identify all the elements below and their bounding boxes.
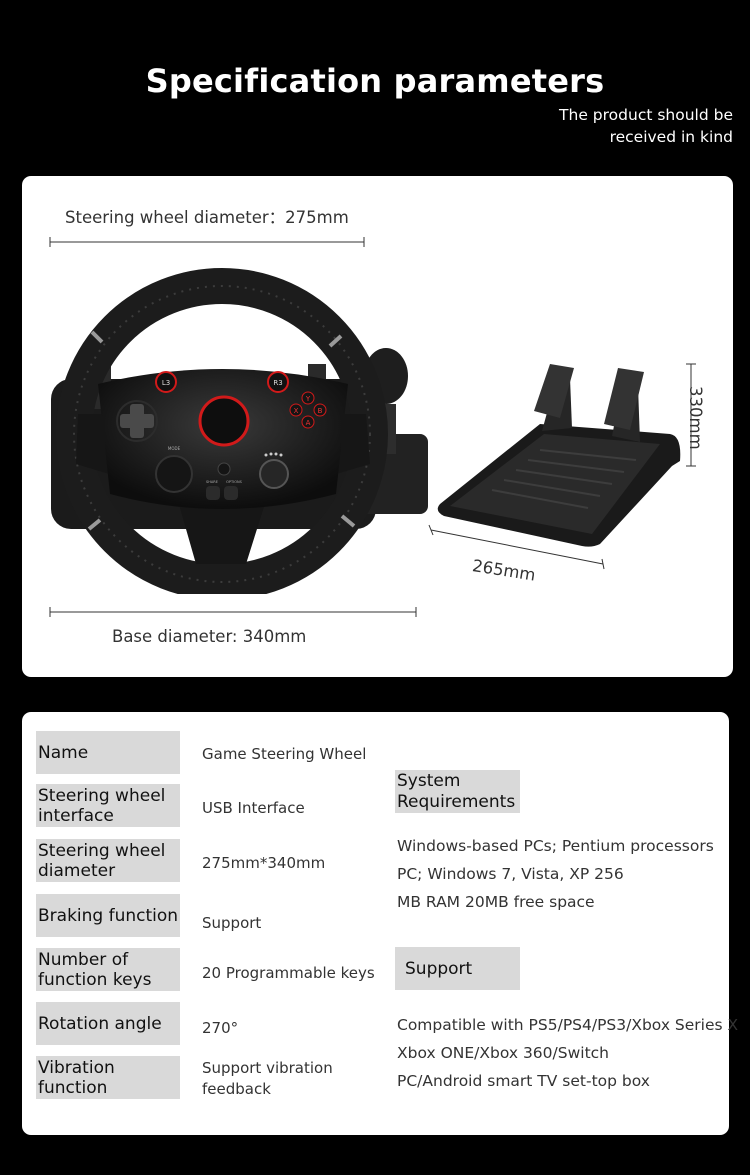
spec-value-name: Game Steering Wheel: [202, 745, 367, 763]
support-heading: Support: [395, 947, 520, 990]
a-button-label: A: [306, 419, 311, 427]
base-diameter-line: [49, 607, 417, 617]
spec-label-braking: Braking function: [36, 894, 180, 937]
spec-value-vibration: Support vibration feedback: [202, 1059, 333, 1098]
y-button-label: Y: [305, 395, 311, 403]
b-button-label: B: [318, 407, 323, 415]
pedal-width-line: [428, 524, 605, 570]
spec-label-diameter: Steering wheel diameter: [36, 839, 180, 882]
options-label: OPTIONS: [226, 480, 242, 484]
support-line: Compatible with PS5/PS4/PS3/Xbox Series …: [397, 1016, 739, 1034]
wheel-diameter-line: [49, 237, 365, 247]
system-line: MB RAM 20MB free space: [397, 893, 595, 911]
base-diameter-label: Base diameter: 340mm: [112, 627, 307, 646]
support-line: PC/Android smart TV set-top box: [397, 1072, 650, 1090]
spec-value-diameter: 275mm*340mm: [202, 854, 326, 872]
subtitle-line-1: The product should be: [559, 106, 733, 124]
spec-value-rotation: 270°: [202, 1019, 239, 1037]
page-title: Specification parameters: [145, 62, 605, 100]
spec-value-braking: Support: [202, 914, 262, 932]
wheel-diameter-label: Steering wheel diameter：275mm: [65, 208, 349, 227]
mode-label: MODE: [168, 446, 181, 451]
dpad-icon: [116, 400, 158, 442]
spec-value-keys: 20 Programmable keys: [202, 964, 375, 982]
pedal-height-line: [686, 363, 696, 467]
steering-wheel-image: L3 R3 Y X B A MODE SHARE OPTIONS: [51, 268, 428, 594]
x-button-label: X: [294, 407, 299, 415]
l3-label: L3: [162, 379, 170, 387]
support-line: Xbox ONE/Xbox 360/Switch: [397, 1044, 609, 1062]
spec-label-keys: Number of function keys: [36, 948, 180, 991]
dimension-panel: Steering wheel diameter：275mm: [22, 176, 733, 677]
share-label: SHARE: [206, 480, 218, 484]
system-requirements-heading: System Requirements: [395, 770, 520, 813]
r3-label: R3: [273, 379, 282, 387]
page-subtitle: The product should be received in kind: [433, 104, 733, 148]
spec-label-vibration: Vibration function: [36, 1056, 180, 1099]
spec-label-interface: Steering wheel interface: [36, 784, 180, 827]
pedal-set-image: [437, 364, 681, 547]
spec-panel: Name Game Steering Wheel Steering wheel …: [22, 712, 738, 1135]
spec-value-interface: USB Interface: [202, 799, 305, 817]
system-line: Windows-based PCs; Pentium processors: [397, 837, 714, 855]
system-line: PC; Windows 7, Vista, XP 256: [397, 865, 624, 883]
spec-label-name: Name: [36, 731, 180, 774]
subtitle-line-2: received in kind: [609, 128, 733, 146]
spec-label-rotation: Rotation angle: [36, 1002, 180, 1045]
